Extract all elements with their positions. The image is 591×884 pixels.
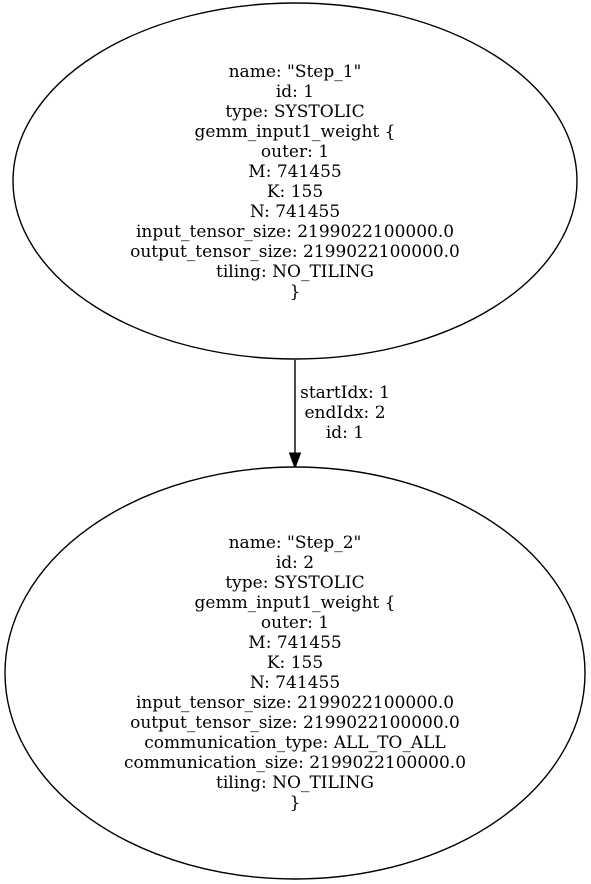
node-step-2-ellipse	[4, 466, 586, 880]
node-step-1-line: }	[290, 282, 301, 302]
arrowhead-icon	[288, 452, 302, 470]
edge-step-1-to-step-2[interactable]: startIdx: 1 endIdx: 2 id: 1	[288, 360, 390, 470]
node-step-2-line: }	[290, 793, 301, 813]
edge-label-line: endIdx: 2	[304, 403, 385, 423]
node-step-2-line: input_tensor_size: 2199022100000.0	[136, 693, 454, 713]
node-step-2-line: id: 2	[276, 553, 314, 573]
node-step-1-ellipse	[12, 2, 578, 360]
node-step-2-line: tiling: NO_TILING	[216, 773, 374, 793]
node-step-1-line: gemm_input1_weight {	[195, 122, 396, 142]
node-step-1-line: M: 741455	[248, 162, 341, 182]
node-step-1-line: output_tensor_size: 2199022100000.0	[130, 242, 460, 262]
node-step-2-line: communication_size: 2199022100000.0	[124, 753, 466, 773]
node-step-2-line: name: "Step_2"	[229, 533, 362, 553]
node-step-1-line: K: 155	[267, 182, 323, 202]
edge-label-line: id: 1	[326, 423, 364, 443]
node-step-2-line: M: 741455	[248, 633, 341, 653]
node-step-2[interactable]: name: "Step_2" id: 2 type: SYSTOLIC gemm…	[4, 466, 586, 880]
node-step-1[interactable]: name: "Step_1" id: 1 type: SYSTOLIC gemm…	[12, 2, 578, 360]
node-step-2-line: output_tensor_size: 2199022100000.0	[130, 713, 460, 733]
node-step-2-line: type: SYSTOLIC	[225, 573, 364, 593]
node-step-2-line: outer: 1	[261, 613, 329, 633]
node-step-1-line: tiling: NO_TILING	[216, 262, 374, 282]
node-step-1-line: id: 1	[276, 82, 314, 102]
node-step-2-line: communication_type: ALL_TO_ALL	[144, 733, 445, 753]
node-step-1-line: outer: 1	[261, 142, 329, 162]
node-step-2-line: N: 741455	[250, 673, 340, 693]
node-step-1-line: input_tensor_size: 2199022100000.0	[136, 222, 454, 242]
node-step-1-line: name: "Step_1"	[229, 62, 362, 82]
node-step-2-line: K: 155	[267, 653, 323, 673]
edge-label-line: startIdx: 1	[300, 383, 390, 403]
node-step-1-line: N: 741455	[250, 202, 340, 222]
node-step-1-line: type: SYSTOLIC	[225, 102, 364, 122]
node-step-2-line: gemm_input1_weight {	[195, 593, 396, 613]
